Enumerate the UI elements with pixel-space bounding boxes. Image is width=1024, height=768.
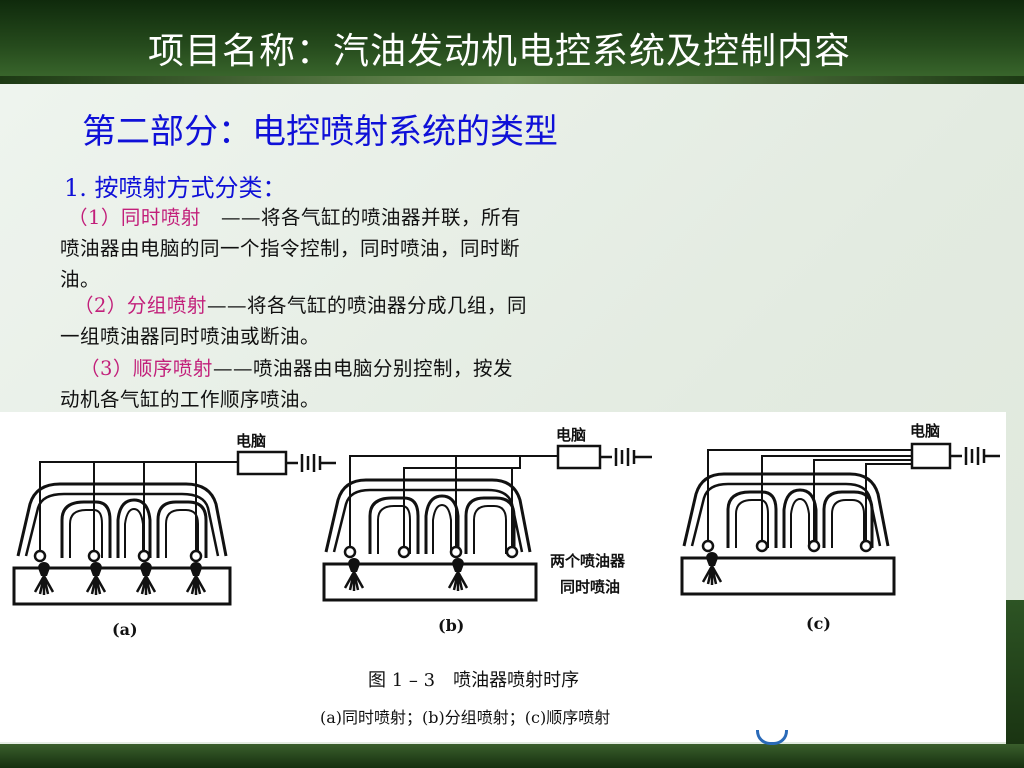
page-title: 项目名称：汽油发动机电控系统及控制内容 xyxy=(148,31,852,72)
item-simultaneous: （1）同时喷射 ——将各气缸的喷油器并联，所有喷油器由电脑的同一个指令控制，同时… xyxy=(60,202,530,295)
figure-subcaption: (a)同时喷射；(b)分组喷射；(c)顺序喷射 xyxy=(320,708,611,727)
item-description: ——喷油器由电脑分别控制，按发动机各气缸的工作顺序喷油。 xyxy=(60,357,513,411)
corner-decoration xyxy=(1006,600,1024,744)
item-sequential: （3）顺序喷射——喷油器由电脑分别控制，按发动机各气缸的工作顺序喷油。 xyxy=(60,353,530,415)
ecu-label-b: 电脑 xyxy=(556,426,587,444)
item-term: 顺序喷射 xyxy=(132,357,213,380)
ecu-label-a: 电脑 xyxy=(236,432,267,450)
injection-diagram xyxy=(12,442,1000,606)
item-description: ——将各气缸的喷油器并联，所有喷油器由电脑的同一个指令控制，同时喷油，同时断油。 xyxy=(60,206,521,291)
footer-bar xyxy=(0,744,1024,768)
figure-caption: 图 1 – 3 喷油器喷射时序 xyxy=(368,670,580,691)
section-title: 第二部分：电控喷射系统的类型 xyxy=(82,112,558,152)
note-two-injectors: 两个喷油器 xyxy=(550,552,626,570)
panel-label-b: (b) xyxy=(438,616,465,635)
header-bar xyxy=(0,0,1024,82)
note-simultaneous: 同时喷油 xyxy=(560,578,621,596)
panel-label-c: (c) xyxy=(806,614,831,633)
item-number: （3） xyxy=(80,357,133,380)
diagram-a xyxy=(12,450,336,606)
item-grouped: （2）分组喷射——将各气缸的喷油器分成几组，同一组喷油器同时喷油或断油。 xyxy=(60,290,530,352)
item-number: （2） xyxy=(74,294,127,317)
item-description: ——将各气缸的喷油器分成几组，同一组喷油器同时喷油或断油。 xyxy=(60,294,527,348)
item-number: （1） xyxy=(68,206,121,229)
ecu-label-c: 电脑 xyxy=(910,422,941,440)
item-term: 分组喷射 xyxy=(126,294,207,317)
item-term: 同时喷射 xyxy=(120,206,201,229)
diagram-b xyxy=(322,444,652,602)
header-stripe xyxy=(0,76,1024,84)
injection-timing-figure: 电脑 电脑 电脑 两个喷油器 同时喷油 (a) (b) (c) 图 1 – 3 … xyxy=(0,412,1006,742)
diagram-c xyxy=(680,442,1000,596)
panel-label-a: (a) xyxy=(112,620,138,639)
subtitle: 1. 按喷射方式分类： xyxy=(64,174,287,202)
